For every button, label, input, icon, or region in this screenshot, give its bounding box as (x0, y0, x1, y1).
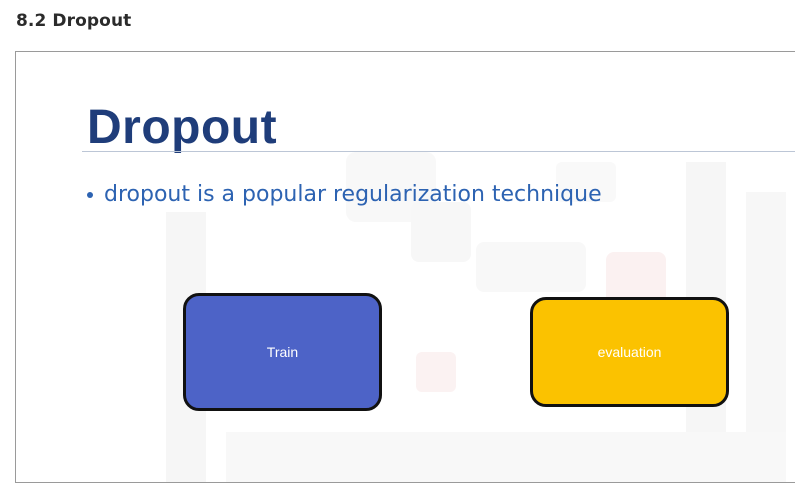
bullet-icon (87, 191, 93, 198)
title-divider (82, 151, 795, 152)
slide-frame: Dropout dropout is a popular regularizat… (15, 51, 795, 483)
evaluation-box: evaluation (530, 297, 729, 407)
section-heading: 8.2 Dropout (16, 11, 132, 31)
train-box: Train (183, 293, 382, 411)
bullet-text: dropout is a popular regularization tech… (104, 182, 602, 207)
slide-title: Dropout (87, 101, 278, 154)
bullet-item: dropout is a popular regularization tech… (87, 182, 602, 207)
evaluation-box-label: evaluation (597, 344, 662, 360)
train-box-label: Train (266, 344, 299, 360)
